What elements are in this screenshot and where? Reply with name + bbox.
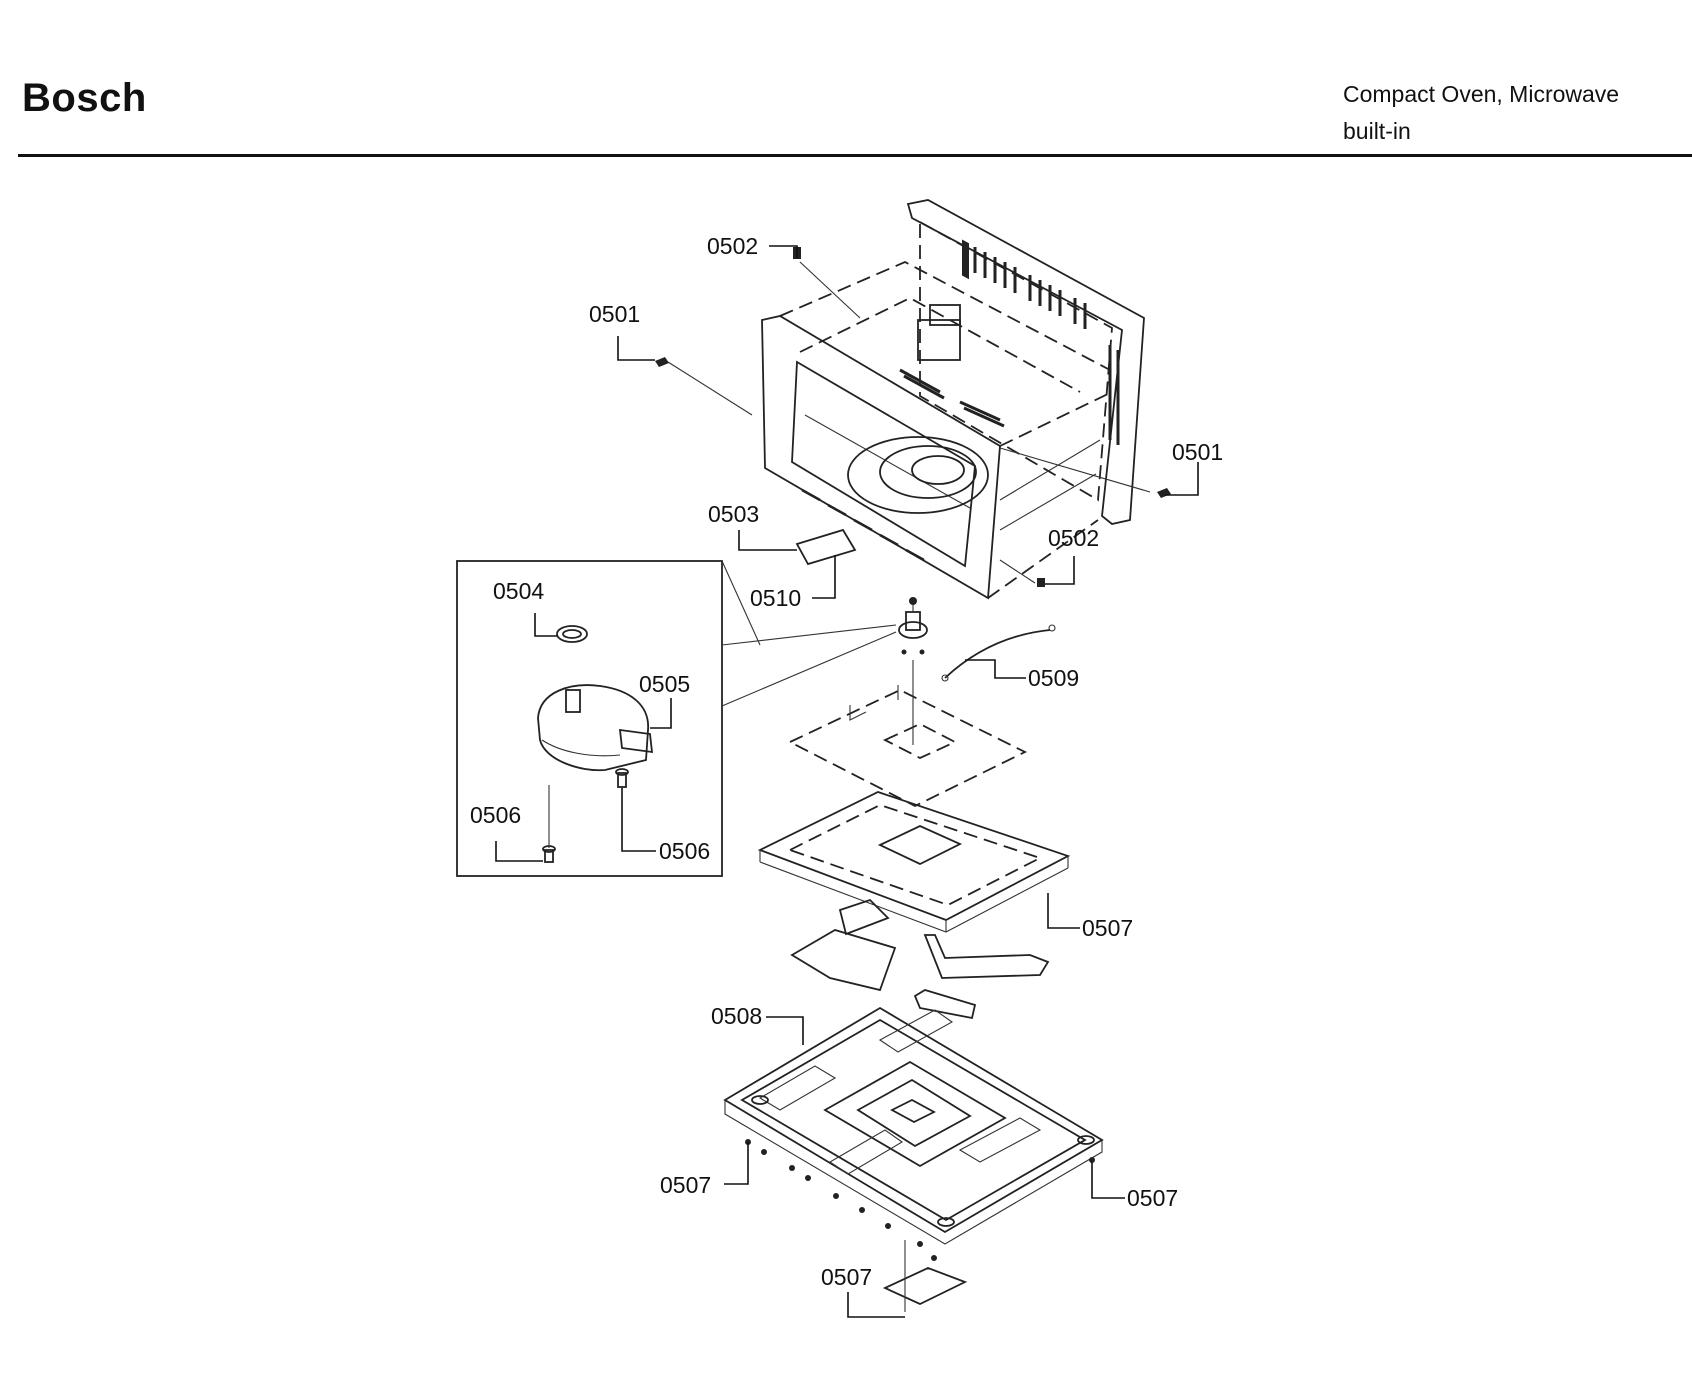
callout-0501-right: 0501 — [1172, 439, 1223, 465]
callout-0505: 0505 — [639, 671, 690, 697]
callout-0506-left: 0506 — [470, 802, 521, 828]
callout-0507-right: 0507 — [1127, 1185, 1178, 1211]
callout-0504: 0504 — [493, 578, 544, 604]
callout-0502-top: 0502 — [707, 233, 758, 259]
bottom-plate-drawing — [723, 1006, 1104, 1312]
leader-lines — [495, 245, 1199, 1318]
callout-0509: 0509 — [1028, 665, 1079, 691]
callout-0510: 0510 — [750, 585, 801, 611]
callout-0507-tray: 0507 — [1082, 915, 1133, 941]
product-title-line2: built-in — [1343, 118, 1411, 144]
callout-0506-right: 0506 — [659, 838, 710, 864]
callout-0507-bottom: 0507 — [821, 1264, 872, 1290]
callout-0507-left: 0507 — [660, 1172, 711, 1198]
base-tray-drawing — [757, 791, 1071, 1020]
callout-0503: 0503 — [708, 501, 759, 527]
cover-plate-drawing — [787, 660, 1028, 808]
callout-0508: 0508 — [711, 1003, 762, 1029]
callout-0501-left: 0501 — [589, 301, 640, 327]
product-title-line1: Compact Oven, Microwave — [1343, 81, 1620, 107]
oven-housing-drawing — [761, 199, 1145, 600]
callout-0502-right: 0502 — [1048, 525, 1099, 551]
turntable-motor-drawing — [898, 597, 1056, 682]
motor-detail-inset — [456, 560, 897, 877]
product-title: Compact Oven, Microwave built-in — [1343, 76, 1619, 150]
brand-logo: Bosch — [22, 76, 147, 120]
part-callouts: 0502 0501 0501 0503 0502 0510 0504 0505 … — [470, 233, 1223, 1290]
header-divider — [18, 154, 1692, 157]
